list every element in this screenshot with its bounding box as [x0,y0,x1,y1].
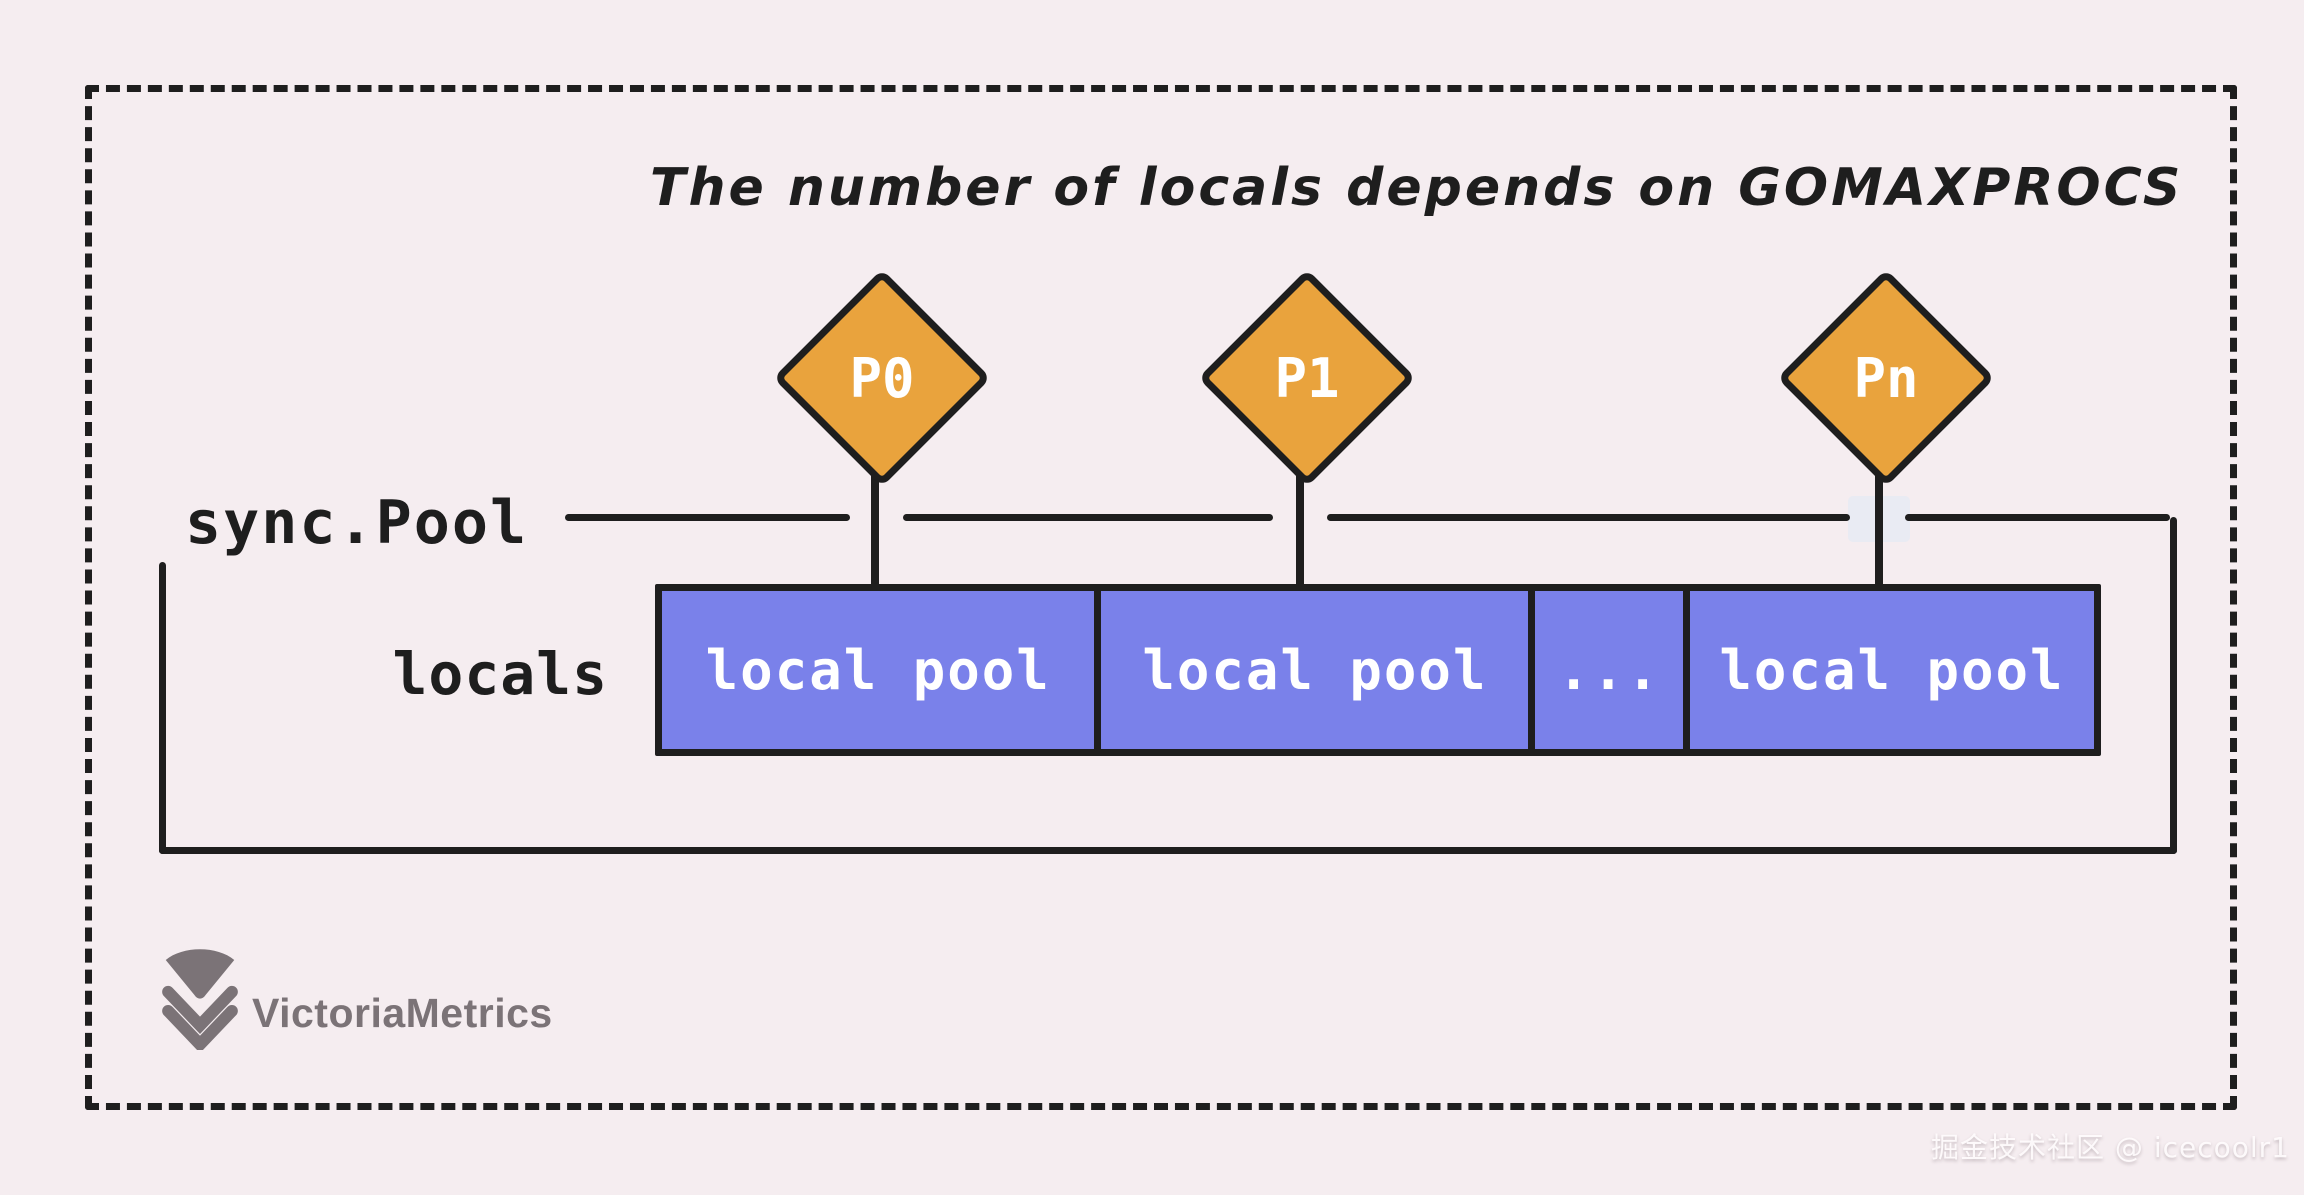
victoriametrics-brand: VictoriaMetrics [160,948,553,1050]
processor-label: Pn [1853,346,1919,410]
watermark-text: 掘金技术社区 @ icecoolr1 [1931,1131,2290,1164]
pool-line-segment [903,514,1273,521]
pool-line-segment [1905,514,2170,521]
locals-field-label: locals [392,640,608,708]
pool-bracket-right [2170,517,2177,854]
locals-array: local pool local pool ... local pool [655,584,2101,756]
pool-bracket-bottom [159,847,2177,854]
dashed-frame [85,85,2237,1110]
victoriametrics-wordmark: VictoriaMetrics [252,989,553,1036]
pool-bracket-left [159,562,166,854]
connector-p0 [871,468,879,588]
pool-line-segment [1327,514,1850,521]
connector-pn [1875,468,1883,588]
local-pool-cell: local pool [1682,591,2094,749]
connector-p1 [1296,468,1304,588]
processor-label: P1 [1274,346,1340,410]
sync-pool-label: sync.Pool [185,488,529,558]
ellipsis-cell: ... [1528,591,1683,749]
local-pool-cell: local pool [705,638,1051,702]
diagram-title: The number of locals depends on GOMAXPRO… [650,158,2184,218]
processor-label: P0 [849,346,915,410]
local-pool-cell: local pool [1094,591,1528,749]
pool-line-segment [565,514,850,521]
victoriametrics-logo-icon [162,949,238,1050]
